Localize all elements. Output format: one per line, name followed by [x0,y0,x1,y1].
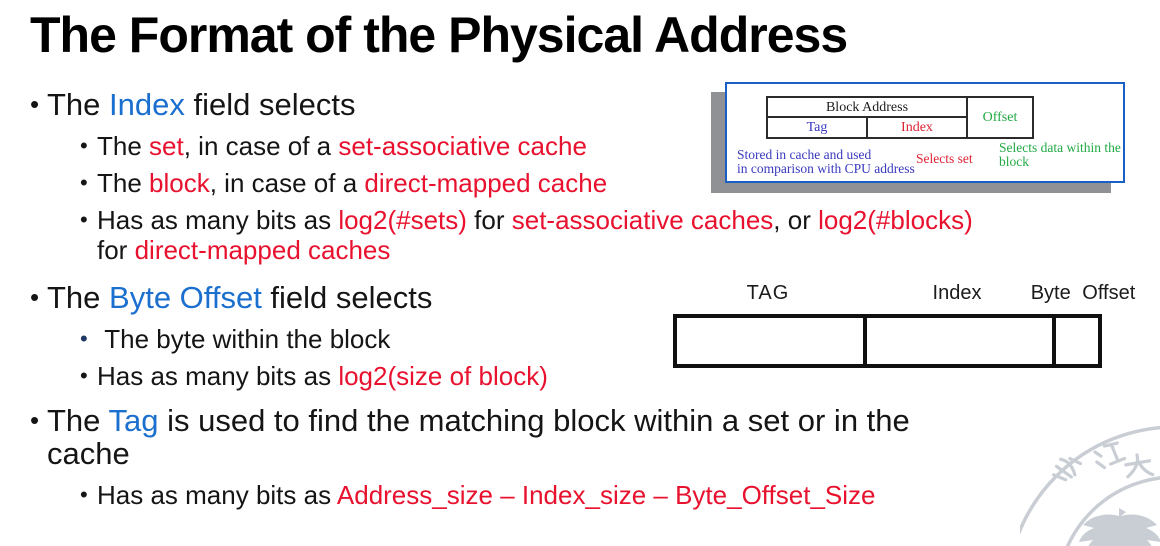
bullet-marker: • [80,133,88,158]
index-note: Selects set [916,151,973,166]
text-segment: log2(size of block) [338,361,548,391]
seal-character-glyph [1052,456,1083,482]
text-segment: for [97,235,135,265]
text-segment: field selects [261,280,433,315]
text-segment: set-associative cache [338,131,587,161]
text-segment: The [97,131,150,161]
bullet-text: The byte within the block [97,324,1115,354]
bullet-line: Has as many bits as log2(#sets) for set-… [97,205,1115,235]
bullet-line: Has as many bits as log2(size of block) [97,361,1115,391]
seal-eagle-icon [1079,508,1160,546]
bullet-line: The Index field selects [47,88,1115,121]
tag-field-label: TAG [746,282,790,304]
bullet-text: The Byte Offset field selects [47,281,1115,314]
bullet-line: Has as many bits as Address_size – Index… [97,480,1115,510]
bullet-text: The block, in case of a direct-mapped ca… [97,168,1115,198]
bullet-text: Has as many bits as Address_size – Index… [97,480,1115,510]
bullet-item: •The Byte Offset field selects [30,281,1115,314]
text-segment: direct-mapped caches [134,235,391,265]
block-address-header-cell: Block Address [766,96,968,118]
offset-cell: Offset [966,96,1034,139]
text-segment: is used to find the matching block withi… [158,403,910,438]
bullet-line: The Byte Offset field selects [47,281,1115,314]
bullet-item: •The Index field selects [30,88,1115,121]
byte-offset-field-label: Byte Offset [1030,282,1136,304]
text-segment: set [149,131,184,161]
index-field-box [867,318,1056,364]
text-segment: cache [47,436,130,471]
bullet-item: • The byte within the block [80,324,1115,354]
bullet-item: • The set, in case of a set-associative c… [80,131,1115,161]
block-address-table: Block Address Offset Tag Index [766,96,1034,139]
bullet-item: • The block, in case of a direct-mapped c… [80,168,1115,198]
text-segment: Index [109,87,185,122]
bullet-text: Has as many bits as log2(size of block) [97,361,1115,391]
offset-note-line: Selects data within the [999,140,1121,155]
bullet-marker: • [80,207,88,232]
university-seal-watermark [1020,425,1160,546]
bullet-text: Has as many bits as log2(#sets) for set-… [97,205,1115,265]
bullet-text: The set, in case of a set-associative ca… [97,131,1115,161]
text-segment: , or [773,205,819,235]
diagram-frame: Block Address Offset Tag Index Stored in… [725,82,1125,183]
text-segment: block [149,168,210,198]
bullet-line: The block, in case of a direct-mapped ca… [97,168,1115,198]
bullet-marker: • [30,89,40,119]
bullet-list: •The Index field selects•The set, in cas… [30,88,1115,510]
bullet-line: The Tag is used to find the matching blo… [47,404,1115,437]
bullet-text: The Index field selects [47,88,1115,121]
text-segment: The byte within the block [97,324,391,354]
text-segment: log2(#blocks) [818,205,973,235]
text-segment: field selects [184,87,356,122]
bullet-line: for direct-mapped caches [97,235,1115,265]
bullet-line: The byte within the block [97,324,1115,354]
byte-offset-field-box [1056,318,1098,364]
tag-cell: Tag [766,116,868,139]
tag-note-line: Stored in cache and used [737,147,872,162]
text-segment: , in case of a [209,168,365,198]
text-segment: for [466,205,512,235]
text-segment: log2(#sets) [338,205,467,235]
text-segment: The [47,87,110,122]
bullet-marker: • [30,405,40,435]
text-segment: Byte Offset [109,280,262,315]
offset-note: Selects data within the block [999,141,1121,169]
bullet-marker: • [80,326,88,351]
bullet-marker: • [80,482,88,507]
address-field-diagram: TAG Index Byte Offset [673,282,1143,372]
bullet-marker: • [30,282,40,312]
tag-note-line: in comparison with CPU address [737,161,915,176]
text-segment: , in case of a [183,131,339,161]
bullet-item: • Has as many bits as log2(#sets) for set… [80,205,1115,265]
bullet-line: cache [47,437,1115,470]
text-segment: Has as many bits as [97,480,337,510]
seal-character-glyph [1124,453,1155,479]
text-segment: set-associative caches [511,205,774,235]
bullet-marker: • [80,363,88,388]
bullet-item: • Has as many bits as Address_size – Inde… [80,480,1115,510]
text-segment: Has as many bits as [97,205,339,235]
tag-field-box [677,318,868,364]
seal-character-glyph [1093,441,1127,470]
index-field-label: Index [932,282,982,304]
text-segment: Has as many bits as [97,361,339,391]
bullet-item: • Has as many bits as log2(size of block) [80,361,1115,391]
index-cell: Index [866,116,968,139]
bullet-marker: • [80,170,88,195]
tag-note: Stored in cache and used in comparison w… [737,148,915,176]
text-segment: The [47,280,110,315]
slide-title: The Format of the Physical Address [30,7,848,63]
text-segment: The [97,168,150,198]
text-segment: The [47,403,109,438]
address-field-boxes [673,314,1102,368]
offset-note-line: block [999,154,1029,169]
bullet-item: •The Tag is used to find the matching bl… [30,404,1115,470]
text-segment: direct-mapped cache [364,168,608,198]
text-segment: Address_size – Index_size – Byte_Offset_… [336,480,876,510]
block-address-diagram: Block Address Offset Tag Index Stored in… [711,82,1125,193]
bullet-text: The Tag is used to find the matching blo… [47,404,1115,470]
text-segment: Tag [108,403,159,438]
bullet-line: The set, in case of a set-associative ca… [97,131,1115,161]
